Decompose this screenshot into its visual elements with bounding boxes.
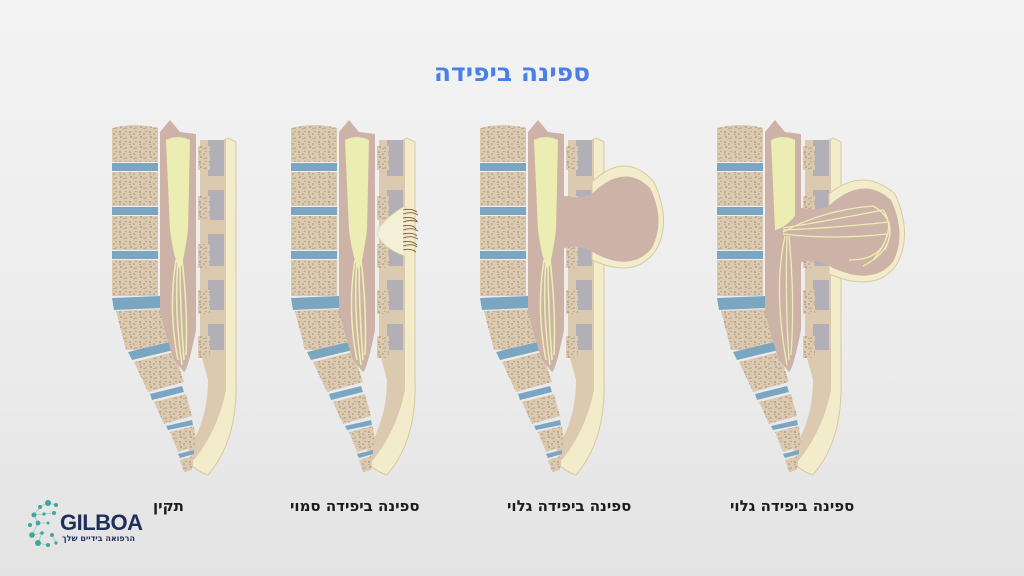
hair-tuft bbox=[402, 208, 419, 253]
molecule-dots-icon bbox=[28, 500, 58, 547]
diagram-normal bbox=[108, 110, 248, 494]
spine-normal-illustration bbox=[111, 120, 237, 476]
spine-myelomeningocele-illustration bbox=[716, 120, 906, 476]
gilboa-logo: GILBOA הרפואה בידיים שלך bbox=[26, 497, 143, 557]
spine-occulta-illustration bbox=[290, 120, 419, 476]
logo-tagline: הרפואה בידיים שלך bbox=[62, 534, 135, 543]
label-meningocele: ספינה ביפידה גלוי bbox=[507, 497, 632, 515]
spine-meningocele-illustration bbox=[479, 120, 665, 476]
diagram-meningocele bbox=[476, 110, 676, 494]
label-normal: תקין bbox=[153, 497, 184, 515]
logo-name: GILBOA bbox=[60, 510, 143, 535]
label-occulta: ספינה ביפידה סמוי bbox=[290, 497, 420, 515]
diagram-myelomeningocele bbox=[713, 110, 913, 494]
label-myelomeningocele: ספינה ביפידה גלוי bbox=[730, 497, 855, 515]
page-title: ספינה ביפידה bbox=[433, 58, 591, 87]
diagram-occulta bbox=[287, 110, 437, 494]
